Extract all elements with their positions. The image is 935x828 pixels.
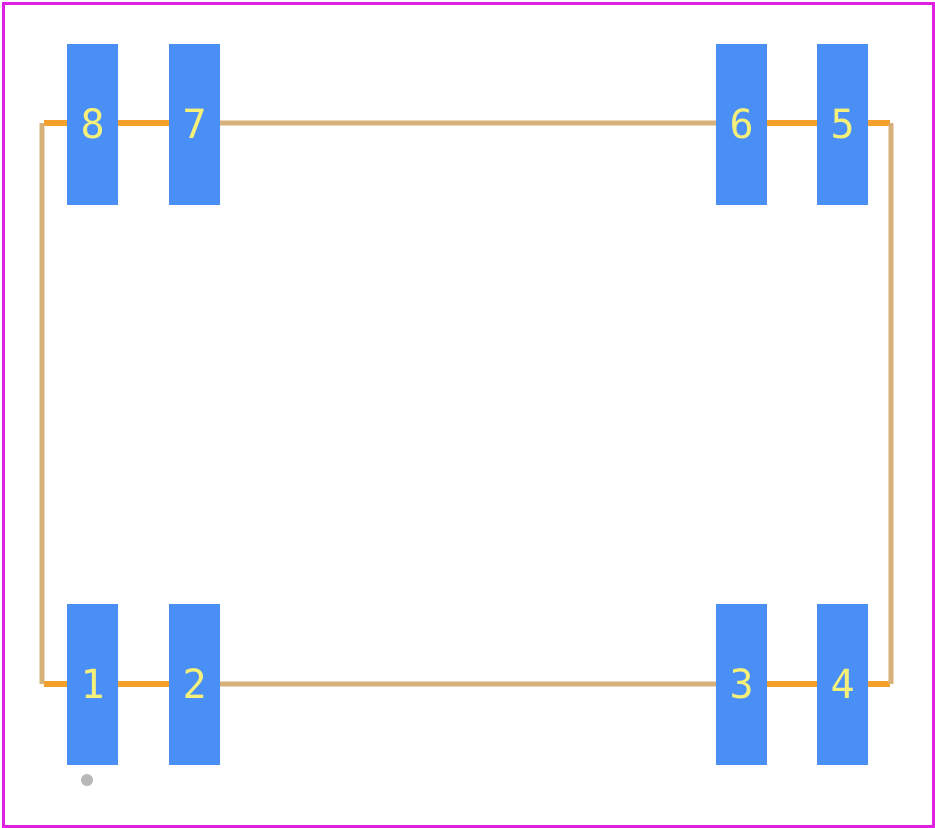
pad-label: 5	[830, 101, 855, 148]
pad-5[interactable]: 5	[817, 44, 868, 205]
pad-label: 3	[729, 661, 754, 708]
pad-2[interactable]: 2	[169, 604, 220, 765]
pad-label: 7	[182, 101, 207, 148]
pad-8[interactable]: 8	[67, 44, 118, 205]
pad-4[interactable]: 4	[817, 604, 868, 765]
pad-3[interactable]: 3	[716, 604, 767, 765]
pad-6[interactable]: 6	[716, 44, 767, 205]
pad-label: 4	[830, 661, 855, 708]
pad-label: 1	[80, 661, 105, 708]
pin1-origin-marker	[81, 774, 93, 786]
pad-7[interactable]: 7	[169, 44, 220, 205]
pad-label: 2	[182, 661, 207, 708]
pad-label: 8	[80, 101, 105, 148]
pad-1[interactable]: 1	[67, 604, 118, 765]
pad-label: 6	[729, 101, 754, 148]
